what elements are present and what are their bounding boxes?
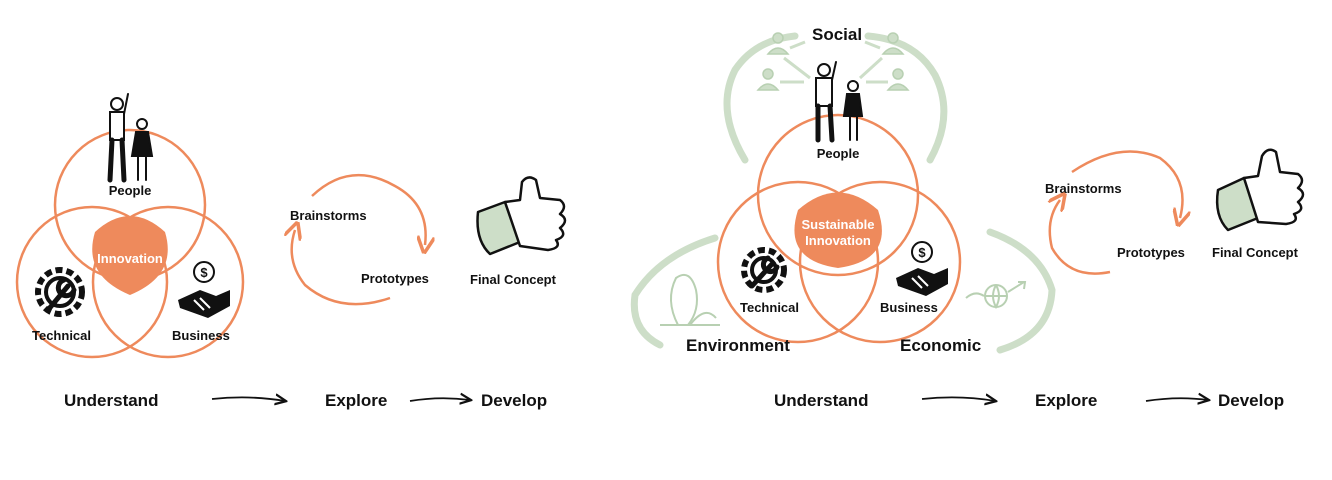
svg-text:$: $ bbox=[200, 265, 208, 280]
right-venn bbox=[716, 113, 962, 344]
right-label-innovation: Innovation bbox=[805, 233, 871, 248]
gear-wrench-icon bbox=[741, 247, 787, 293]
left-label-prototypes: Prototypes bbox=[361, 271, 429, 286]
left-arrow-understand-explore bbox=[211, 397, 285, 401]
left-arrow-explore-develop bbox=[409, 398, 470, 401]
left-stage-explore: Explore bbox=[325, 391, 388, 410]
left-label-technical: Technical bbox=[32, 328, 92, 343]
right-cycle-top-arrow bbox=[1071, 150, 1183, 218]
left-cycle-bottom-arrow bbox=[292, 230, 391, 306]
gear-wrench-icon bbox=[35, 267, 85, 317]
right-label-final-concept: Final Concept bbox=[1212, 245, 1298, 260]
right-label-environment: Environment bbox=[686, 336, 790, 355]
social-network-lines bbox=[780, 40, 888, 84]
left-label-brainstorms: Brainstorms bbox=[290, 208, 367, 223]
right-arrow-explore-develop bbox=[1145, 398, 1208, 401]
left-cycle-top-arrow bbox=[311, 173, 426, 245]
handshake-dollar-icon: $ bbox=[178, 261, 230, 318]
right-label-technical: Technical bbox=[740, 300, 800, 315]
handshake-dollar-icon: $ bbox=[896, 241, 948, 296]
left-stage-understand: Understand bbox=[64, 391, 159, 410]
plant-icon bbox=[660, 274, 720, 326]
person-network-icon bbox=[756, 32, 910, 91]
right-stage-develop: Develop bbox=[1218, 391, 1285, 410]
left-label-people: People bbox=[108, 183, 152, 198]
right-arrow-understand-explore bbox=[921, 397, 995, 401]
left-label-innovation: Innovation bbox=[97, 251, 163, 266]
left-label-business: Business bbox=[172, 328, 230, 343]
left-innovation-core bbox=[92, 216, 168, 295]
people-icon bbox=[815, 61, 864, 143]
right-label-business: Business bbox=[880, 300, 938, 315]
right-sustainable-innovation-core bbox=[794, 192, 882, 268]
thumbs-up-icon bbox=[1215, 148, 1305, 232]
people-icon bbox=[107, 93, 154, 183]
right-stage-understand: Understand bbox=[774, 391, 869, 410]
right-label-people: People bbox=[816, 146, 860, 161]
right-label-brainstorms: Brainstorms bbox=[1045, 181, 1122, 196]
left-stage-develop: Develop bbox=[481, 391, 548, 410]
thumbs-up-icon bbox=[476, 176, 567, 256]
globe-growth-icon bbox=[965, 281, 1027, 310]
right-stage-explore: Explore bbox=[1035, 391, 1098, 410]
right-label-economic: Economic bbox=[900, 336, 982, 355]
right-label-prototypes: Prototypes bbox=[1117, 245, 1185, 260]
right-label-sustainable: Sustainable bbox=[801, 217, 875, 232]
right-cycle-bottom-arrow bbox=[1050, 200, 1111, 275]
right-label-social: Social bbox=[812, 25, 863, 44]
left-label-final-concept: Final Concept bbox=[470, 272, 556, 287]
svg-text:$: $ bbox=[918, 245, 926, 260]
